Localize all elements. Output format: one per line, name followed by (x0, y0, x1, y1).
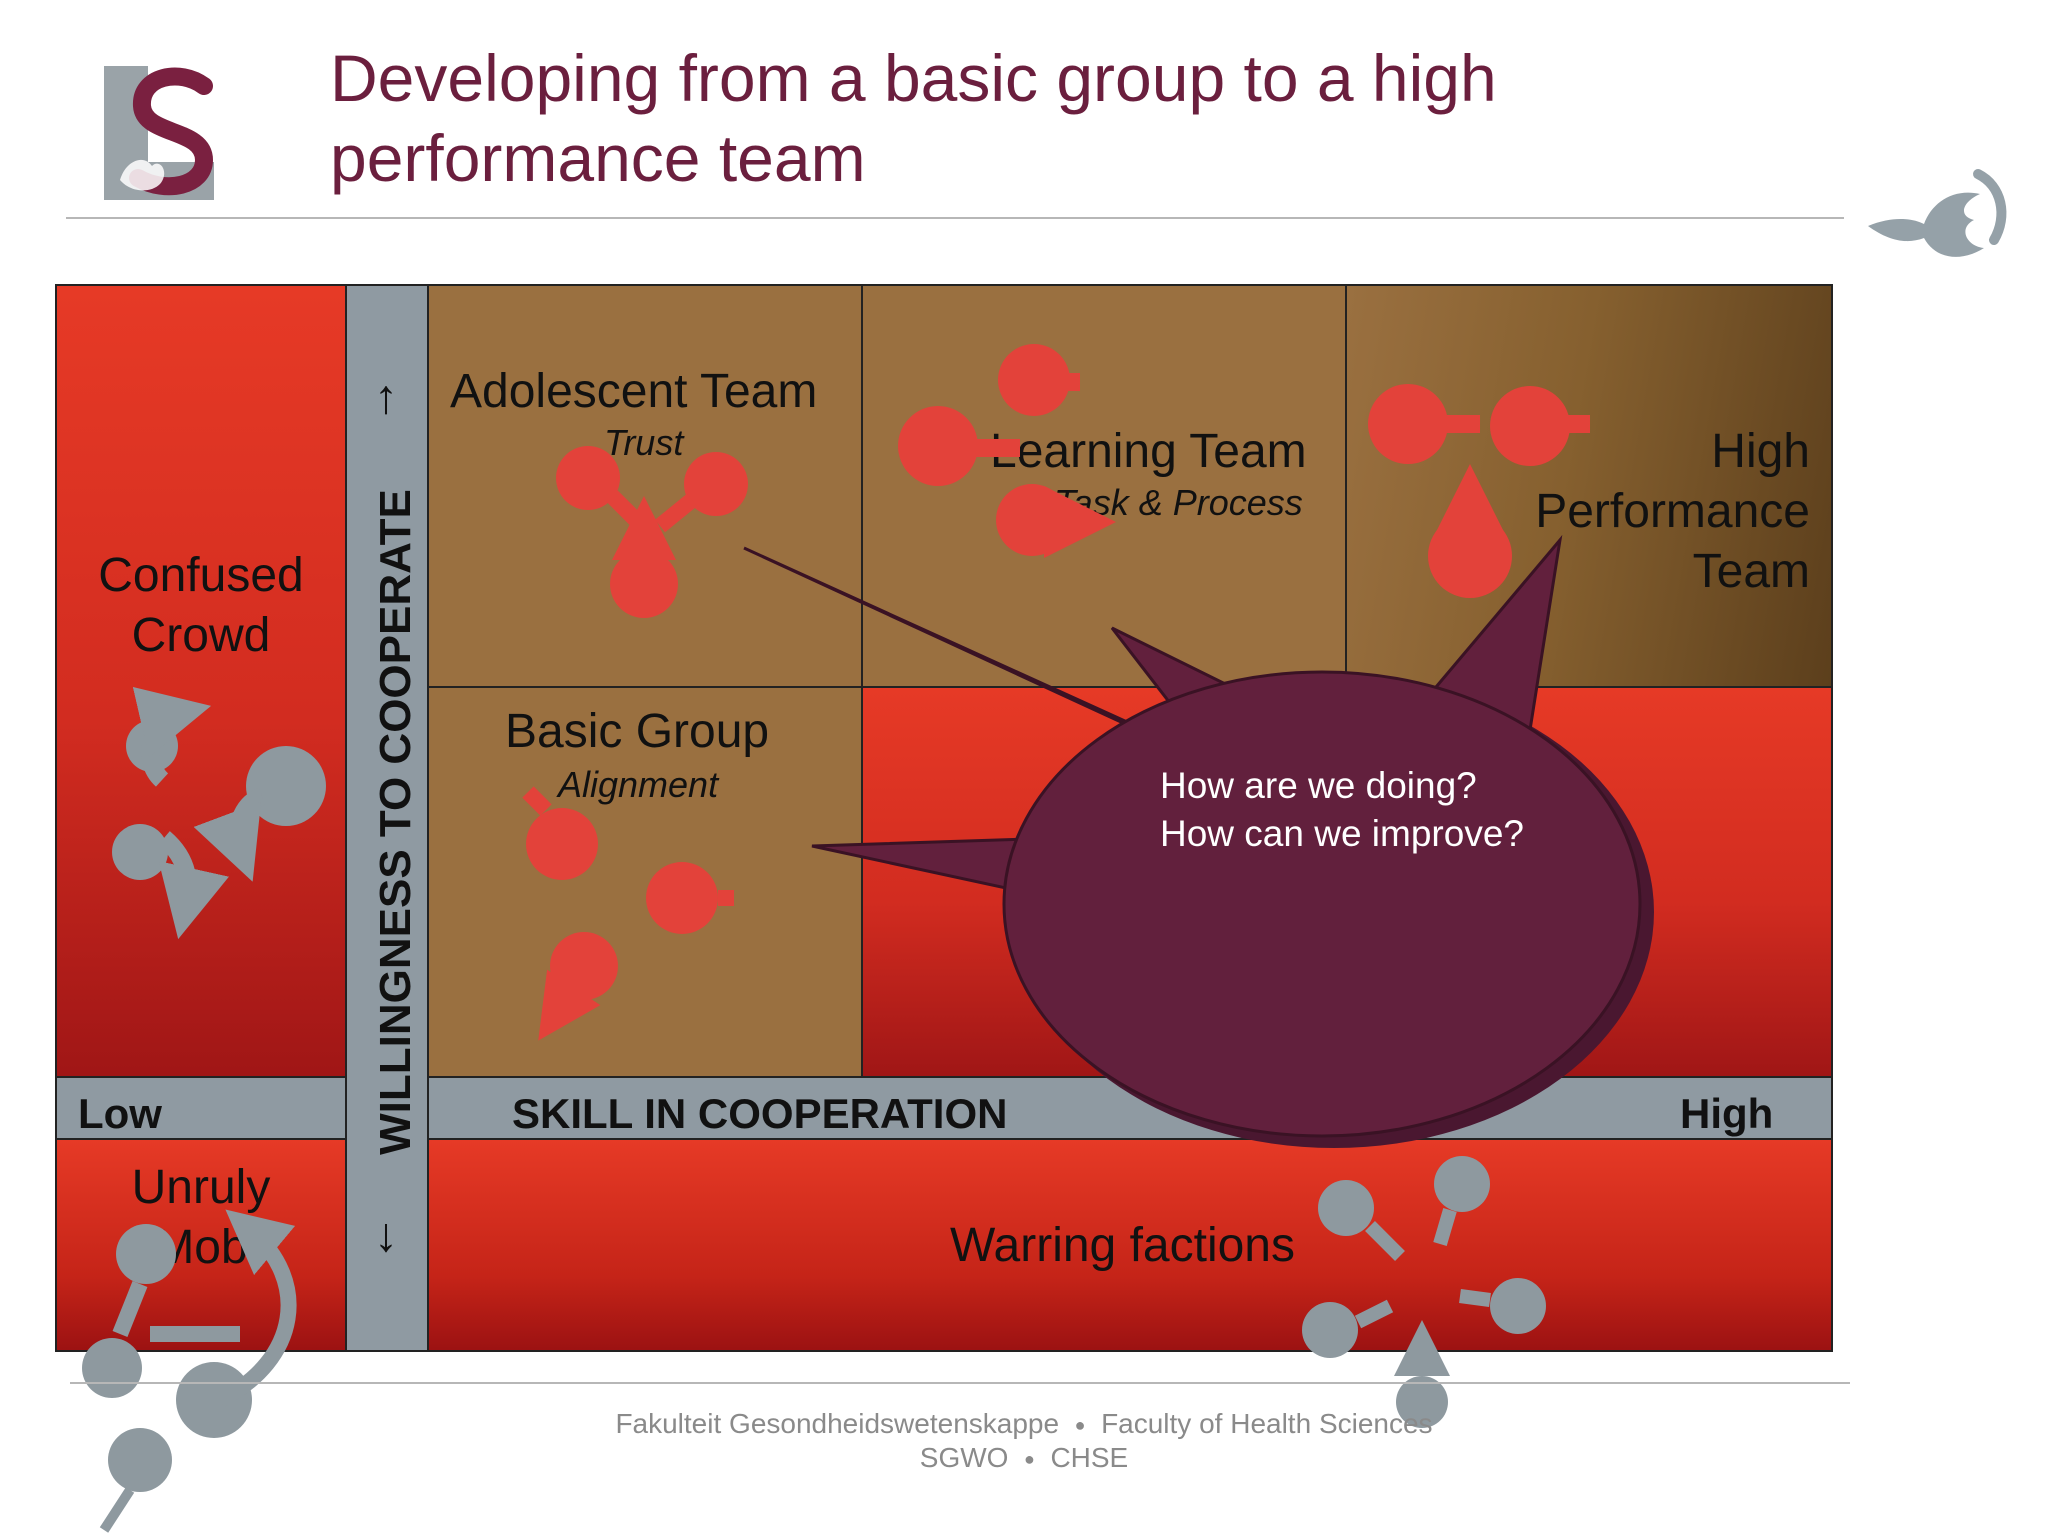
high-label: High (1680, 1090, 1774, 1137)
learning-team-sublabel: Task & Process (1054, 482, 1303, 523)
adolescent-team-label: Adolescent Team (450, 365, 818, 418)
low-label: Low (78, 1090, 162, 1137)
callout-text: How are we doing? How can we improve? (1160, 762, 1524, 858)
basic-group-label: Basic Group (505, 705, 770, 758)
callout-line-1: How are we doing? (1160, 765, 1477, 806)
footer-separator: ● (1074, 1415, 1086, 1436)
footer-faculty-afrikaans: Fakulteit Gesondheidswetenskappe (615, 1408, 1060, 1439)
x-axis-label: SKILL IN COOPERATION (512, 1090, 1008, 1137)
high-performance-label: High Performance Team (1535, 425, 1810, 598)
down-arrow-icon: ↓ (374, 1209, 398, 1262)
up-arrow-icon: ↑ (374, 371, 398, 424)
footer-faculty-english: Faculty of Health Sciences (1101, 1408, 1433, 1439)
basic-group-sublabel: Alignment (558, 764, 719, 805)
callout-line-2: How can we improve? (1160, 813, 1524, 854)
middle-red-cell (861, 686, 1833, 1078)
warring-factions-label: Warring factions (950, 1219, 1295, 1272)
adolescent-team-sublabel: Trust (604, 422, 684, 463)
warring-factions-cell (427, 1138, 1833, 1352)
unruly-mob-label: Unruly Mob (131, 1161, 271, 1274)
adolescent-team-cell (427, 284, 863, 688)
oak-leaf-icon (1868, 169, 2007, 257)
title-divider (66, 217, 1844, 219)
footer-abbrev-english: CHSE (1050, 1442, 1129, 1473)
footer-separator: ● (1024, 1449, 1035, 1470)
university-logo (104, 66, 214, 200)
footer-line-1: Fakulteit Gesondheidswetenskappe ● Facul… (0, 1408, 2048, 1440)
y-axis-bar (345, 284, 429, 1352)
footer-line-2: SGWO ● CHSE (0, 1442, 2048, 1474)
footer-divider (70, 1382, 1850, 1384)
page-title: Developing from a basic group to a high … (330, 41, 1497, 195)
confused-crowd-cell (55, 284, 347, 1078)
y-axis-label: WILLINGNESS TO COOPERATE (371, 489, 420, 1155)
footer-abbrev-afrikaans: SGWO (919, 1442, 1009, 1473)
learning-team-label: Learning Team (990, 425, 1307, 478)
confused-crowd-label: Confused Crowd (98, 549, 304, 662)
